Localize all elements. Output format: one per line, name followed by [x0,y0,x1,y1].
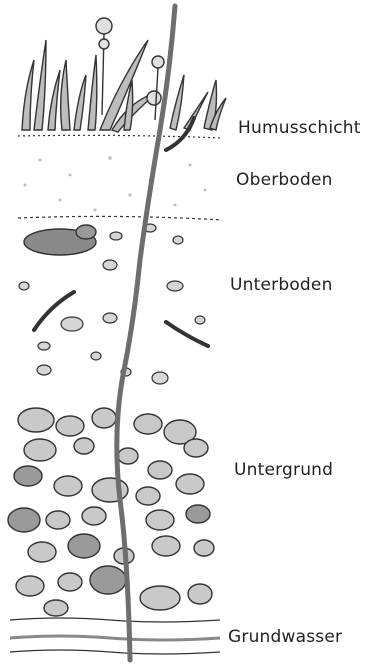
main-root [117,6,175,660]
label-unterboden: Unterboden [230,275,333,295]
label-untergrund: Untergrund [234,460,333,480]
plants [22,18,226,132]
label-oberboden: Oberboden [236,170,333,190]
oberboden-speckles [24,156,207,211]
untergrund-stones [8,408,214,616]
oberboden-boundary [18,216,222,220]
humus-boundary [18,135,222,138]
label-humusschicht: Humusschicht [238,118,361,138]
label-grundwasser: Grundwasser [228,627,342,647]
mole-animal [24,225,96,255]
groundwater-band [10,618,220,654]
